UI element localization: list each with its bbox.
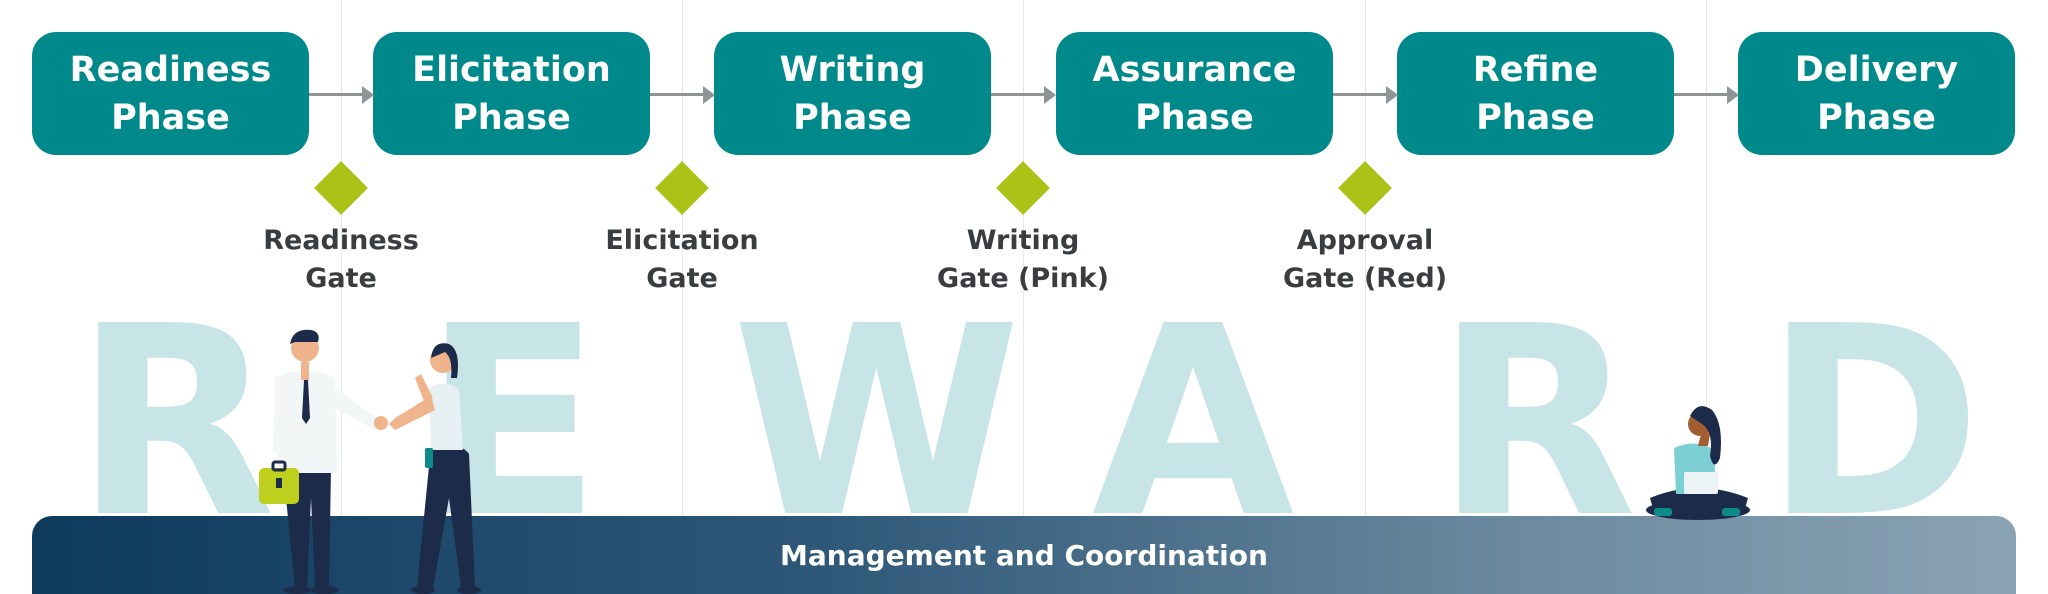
gate-label-readiness: Readiness Gate (231, 222, 451, 298)
gate-diamond-icon (1338, 161, 1392, 215)
gate-label-approval: Approval Gate (Red) (1255, 222, 1475, 298)
gate-label-line2: Gate (Red) (1282, 263, 1448, 294)
column-divider (1706, 0, 1707, 594)
connector-arrow-line (1674, 93, 1729, 96)
management-bar-label: Management and Coordination (780, 538, 1268, 572)
gate-label-line2: Gate (305, 263, 377, 294)
gate-label-line1: Writing (966, 225, 1080, 256)
phase-label-line1: Assurance (1092, 49, 1297, 90)
connector-arrow-line (991, 93, 1046, 96)
phase-label-line2: Phase (793, 97, 912, 138)
phase-label-line2: Phase (1135, 97, 1254, 138)
phase-label-line2: Phase (452, 97, 571, 138)
seated-person-with-laptop-illustration (1646, 406, 1750, 520)
arrow-head-icon (1727, 86, 1739, 104)
connector-arrow-line (1333, 93, 1388, 96)
gate-label-writing: Writing Gate (Pink) (913, 222, 1133, 298)
background-letter: R (1435, 270, 1637, 575)
column-divider (1023, 0, 1024, 594)
arrow-head-icon (703, 86, 715, 104)
phase-box-refine: Refine Phase (1397, 32, 1674, 155)
background-letter: W (732, 270, 1021, 575)
connector-arrow-line (650, 93, 705, 96)
phase-label-line2: Phase (1817, 97, 1936, 138)
gate-diamond-icon (996, 161, 1050, 215)
gate-label-line1: Elicitation (605, 225, 759, 256)
gate-label-line1: Readiness (263, 225, 419, 256)
gate-diamond-icon (314, 161, 368, 215)
background-letter: A (1091, 270, 1295, 575)
gate-label-line2: Gate (Pink) (937, 263, 1109, 294)
background-letter: R (74, 270, 276, 575)
phase-box-readiness: Readiness Phase (32, 32, 309, 155)
phase-box-assurance: Assurance Phase (1056, 32, 1333, 155)
phase-label-line1: Delivery (1794, 49, 1959, 90)
gate-diamond-icon (655, 161, 709, 215)
phase-label-line1: Refine (1472, 49, 1599, 90)
phase-box-writing: Writing Phase (714, 32, 991, 155)
management-coordination-bar: Management and Coordination (32, 516, 2016, 594)
phase-label-line1: Readiness (69, 49, 272, 90)
phase-label-line1: Elicitation (412, 49, 611, 90)
phase-label-line1: Writing (779, 49, 926, 90)
column-divider (1365, 0, 1366, 594)
phase-label-line2: Phase (1476, 97, 1595, 138)
connector-arrow-line (309, 93, 364, 96)
gate-label-line1: Approval (1296, 225, 1434, 256)
arrow-head-icon (362, 86, 374, 104)
handshake-people-illustration (259, 329, 481, 594)
background-letter: D (1764, 270, 1982, 575)
phase-box-elicitation: Elicitation Phase (373, 32, 650, 155)
arrow-head-icon (1044, 86, 1056, 104)
column-divider (341, 0, 342, 594)
gate-label-line2: Gate (646, 263, 718, 294)
column-divider (682, 0, 683, 594)
phase-label-line2: Phase (111, 97, 230, 138)
arrow-head-icon (1386, 86, 1398, 104)
phase-box-delivery: Delivery Phase (1738, 32, 2015, 155)
gate-label-elicitation: Elicitation Gate (572, 222, 792, 298)
